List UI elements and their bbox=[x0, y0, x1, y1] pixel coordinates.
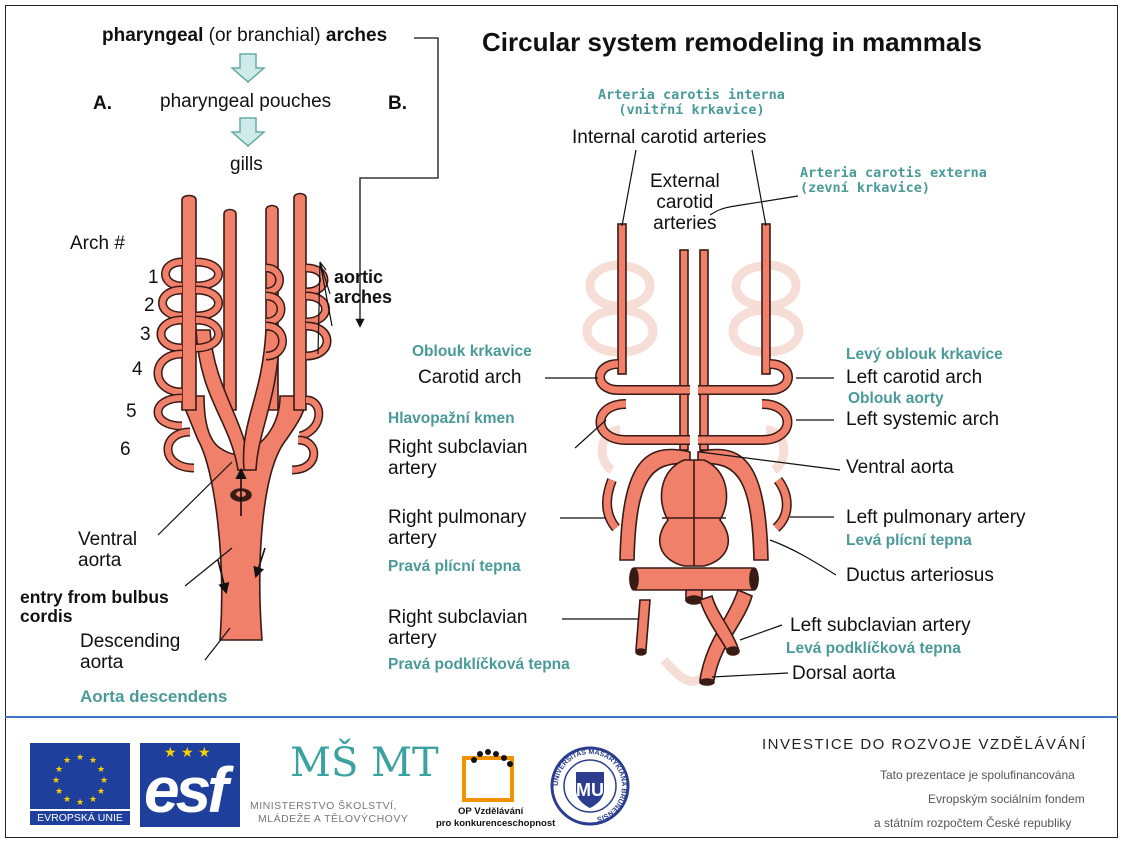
left-pulmonary-artery-label: Left pulmonary artery bbox=[846, 508, 1026, 529]
arch-number-2: 2 bbox=[144, 296, 155, 317]
footer-heading: INVESTICE DO ROZVOJE VZDĚLÁVÁNÍ bbox=[762, 736, 1087, 753]
flow-pouches-label: pharyngeal pouches bbox=[160, 92, 331, 113]
oblouk-krkavice-label: Oblouk krkavice bbox=[412, 343, 532, 360]
panel-a-label: A. bbox=[93, 94, 112, 115]
embryonic-arch-diagram bbox=[158, 194, 327, 641]
hlavopazni-kmen-label: Hlavopažní kmen bbox=[388, 410, 515, 427]
svg-text:★: ★ bbox=[52, 776, 60, 786]
arch-number-3: 3 bbox=[140, 325, 151, 346]
op-square-icon bbox=[436, 746, 548, 806]
page-title: Circular system remodeling in mammals bbox=[482, 28, 982, 57]
msmt-logo-text: MŠ MT bbox=[290, 740, 439, 786]
esf-logo: ★ ★ ★ esf bbox=[140, 743, 240, 827]
ventral-aorta-label-b: Ventral aorta bbox=[846, 458, 954, 479]
svg-text:★: ★ bbox=[55, 787, 63, 797]
prava-plicni-tepna-label: Pravá plícní tepna bbox=[388, 558, 521, 575]
arteria-carotis-interna-label: Arteria carotis interna (vnitřní krkavic… bbox=[598, 88, 785, 118]
arch-number-6: 6 bbox=[120, 440, 131, 461]
left-carotid-arch-label: Left carotid arch bbox=[846, 368, 982, 389]
muni-logo: MU UNIVERSITAS MASARYKIANA BRUNENSIS bbox=[548, 744, 632, 828]
flow-top-label: pharyngeal (or branchial) arches bbox=[102, 26, 387, 47]
arch-hash-label: Arch # bbox=[70, 234, 125, 255]
eu-flag-icon: ★★★ ★★★ ★★★ ★★★ bbox=[30, 743, 130, 809]
descending-aorta-label: Descending aorta bbox=[80, 632, 180, 674]
svg-text:★: ★ bbox=[55, 765, 63, 775]
svg-text:★: ★ bbox=[63, 756, 71, 766]
right-subclavian-artery-label-2: Right subclavian artery bbox=[388, 608, 527, 650]
right-subclavian-artery-label-1: Right subclavian artery bbox=[388, 438, 527, 480]
muni-seal-icon: MU UNIVERSITAS MASARYKIANA BRUNENSIS bbox=[548, 744, 632, 828]
svg-text:★: ★ bbox=[63, 795, 71, 805]
footer-line2: Evropským sociálním fondem bbox=[928, 792, 1085, 806]
arch-number-4: 4 bbox=[132, 360, 143, 381]
levy-oblouk-krkavice-label: Levý oblouk krkavice bbox=[846, 346, 1003, 363]
op-line1: OP Vzdělávání bbox=[458, 806, 523, 817]
msmt-line2: MLÁDEŽE A TĚLOVÝCHOVY bbox=[258, 813, 408, 825]
prava-podklickova-tepna-label: Pravá podklíčková tepna bbox=[388, 656, 570, 673]
leva-podklickova-tepna-label: Levá podklíčková tepna bbox=[786, 640, 961, 657]
arch-number-5: 5 bbox=[126, 402, 137, 423]
op-line2: pro konkurenceschopnost bbox=[436, 818, 555, 829]
flow-top-mid: (or branchial) bbox=[203, 25, 326, 46]
svg-text:★: ★ bbox=[76, 753, 84, 763]
svg-text:★: ★ bbox=[89, 756, 97, 766]
panel-b-label: B. bbox=[388, 94, 407, 115]
svg-text:★: ★ bbox=[89, 795, 97, 805]
left-subclavian-artery-label: Left subclavian artery bbox=[790, 616, 971, 637]
flow-top-bold1: pharyngeal bbox=[102, 25, 203, 46]
svg-text:★: ★ bbox=[76, 798, 84, 808]
carotid-arch-label: Carotid arch bbox=[418, 368, 522, 389]
svg-text:★: ★ bbox=[97, 787, 105, 797]
esf-label: esf bbox=[144, 753, 225, 827]
dorsal-aorta-label: Dorsal aorta bbox=[792, 664, 896, 685]
right-pulmonary-artery-label: Right pulmonary artery bbox=[388, 508, 526, 550]
aorta-descendens-label: Aorta descendens bbox=[80, 688, 227, 707]
oblouk-aorty-label: Oblouk aorty bbox=[848, 390, 944, 407]
svg-text:★: ★ bbox=[97, 765, 105, 775]
eu-logo: ★★★ ★★★ ★★★ ★★★ EVROPSKÁ UNIE bbox=[30, 743, 130, 825]
ventral-aorta-label-a: Ventral aorta bbox=[78, 530, 137, 572]
flow-top-bold2: arches bbox=[326, 25, 387, 46]
flow-gills-label: gills bbox=[230, 155, 263, 176]
msmt-logo: MŠ MT MINISTERSTVO ŠKOLSTVÍ, MLÁDEŽE A T… bbox=[250, 740, 430, 830]
internal-carotid-label: Internal carotid arteries bbox=[572, 128, 766, 149]
muni-letters: MU bbox=[576, 780, 604, 800]
footer-line3: a státním rozpočtem České republiky bbox=[874, 816, 1071, 830]
left-systemic-arch-label: Left systemic arch bbox=[846, 410, 999, 431]
entry-bulbus-label: entry from bulbus cordis bbox=[20, 588, 169, 627]
msmt-line1: MINISTERSTVO ŠKOLSTVÍ, bbox=[250, 800, 397, 812]
aortic-arches-label: aortic arches bbox=[334, 268, 392, 308]
arch-number-1: 1 bbox=[148, 268, 159, 289]
eu-label: EVROPSKÁ UNIE bbox=[30, 811, 130, 825]
op-logo: OP Vzdělávání pro konkurenceschopnost bbox=[436, 746, 548, 830]
ductus-arteriosus-label: Ductus arteriosus bbox=[846, 566, 994, 587]
leva-plicni-tepna-label: Levá plícní tepna bbox=[846, 532, 972, 549]
arteria-carotis-externa-label: Arteria carotis externa (zevní krkavice) bbox=[800, 166, 987, 196]
footer-divider bbox=[5, 716, 1118, 718]
mammal-artery-diagram bbox=[600, 224, 788, 685]
footer-line1: Tato prezentace je spolufinancována bbox=[880, 768, 1075, 782]
svg-text:★: ★ bbox=[100, 776, 108, 786]
external-carotid-label: External carotid arteries bbox=[650, 172, 720, 235]
